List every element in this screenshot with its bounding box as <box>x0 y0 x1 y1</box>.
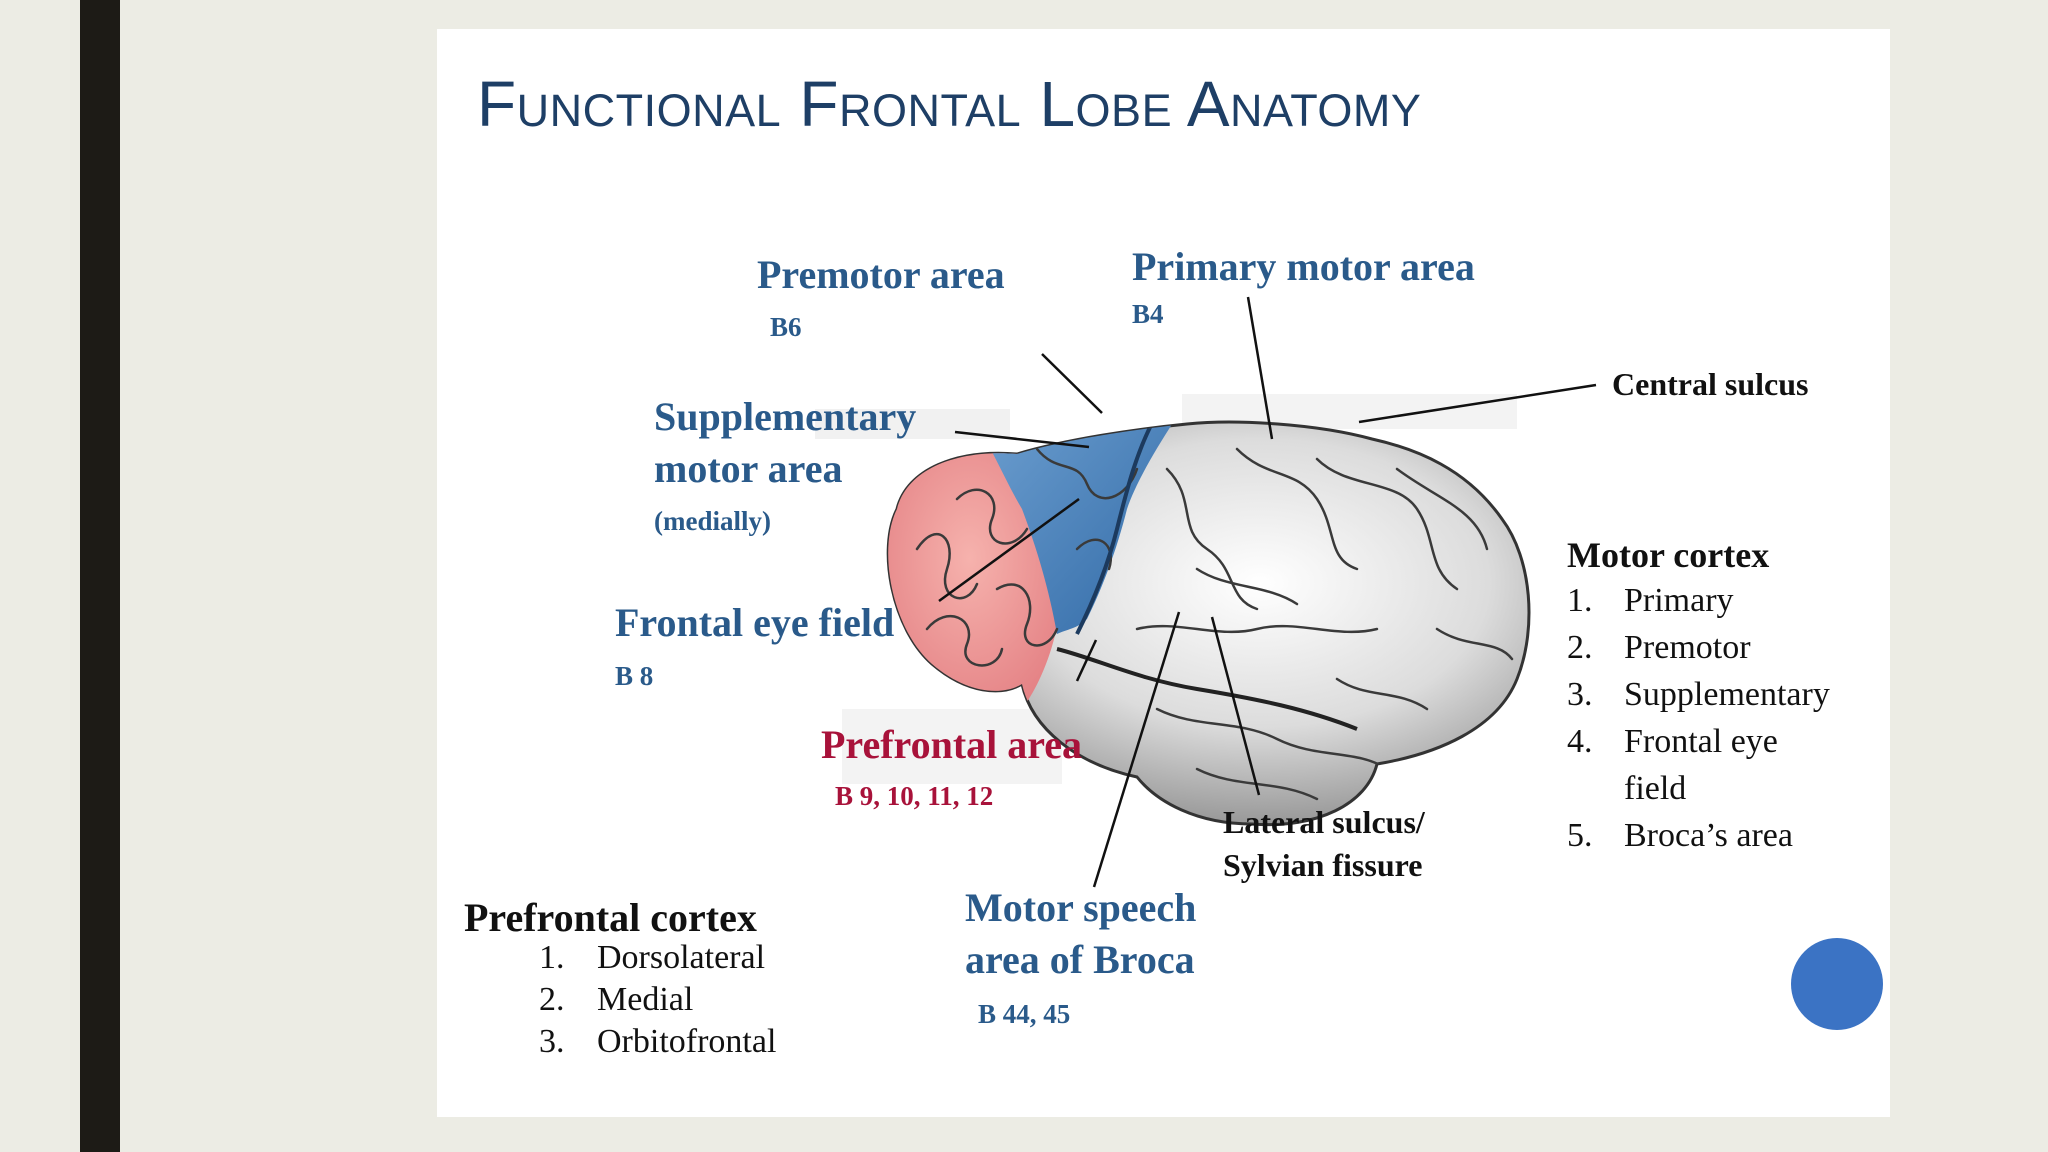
list-text: Frontal eye field <box>1624 723 1778 807</box>
list-item: 3. Orbitofrontal <box>539 1021 776 1063</box>
list-item: 2. Medial <box>539 979 776 1021</box>
lateral-sulcus-label-line1: Lateral sulcus/ <box>1223 804 1425 840</box>
list-number: 2. <box>539 981 565 1018</box>
circle-button-icon[interactable] <box>1791 938 1883 1030</box>
list-text: Medial <box>597 981 694 1018</box>
broca-code: B 44, 45 <box>978 999 1071 1029</box>
central-sulcus-line <box>1075 422 1159 635</box>
gyri-lines <box>915 447 1514 801</box>
central-sulcus-label: Central sulcus <box>1612 366 1809 402</box>
list-text: Dorsolateral <box>597 939 766 976</box>
primary-motor-label: Primary motor area <box>1132 244 1475 289</box>
prefrontal-cortex-list: 1. Dorsolateral 2. Medial 3. Orbitofrontal <box>539 937 776 1063</box>
prefrontal-code: B 9, 10, 11, 12 <box>835 781 994 811</box>
primary-motor-code: B4 <box>1132 299 1164 329</box>
motor-cortex-list: 1. Primary 2. Premotor 3. Supplementary 4. F… <box>1567 577 1887 859</box>
list-number: 3. <box>1567 676 1593 713</box>
list-item: 1. Primary <box>1567 577 1887 624</box>
list-number: 5. <box>1567 817 1593 854</box>
prefrontal-cortex-heading: Prefrontal cortex <box>464 895 757 940</box>
list-text: Supplementary <box>1624 676 1830 713</box>
slide-title: Functional Frontal Lobe Anatomy <box>477 68 1422 140</box>
broca-label-line2: area of Broca <box>965 937 1195 982</box>
supplementary-label-line1: Supplementary <box>654 394 917 439</box>
list-number: 3. <box>539 1023 565 1060</box>
callout-lines <box>938 296 1597 888</box>
motor-region <box>982 422 1182 634</box>
list-number: 2. <box>1567 629 1593 666</box>
frontal-eye-code: B 8 <box>615 661 654 691</box>
list-number: 4. <box>1567 723 1593 760</box>
slide: Functional Frontal Lobe Anatomy <box>437 29 1890 1117</box>
brain-diagram <box>815 296 1597 888</box>
list-item: 4. Frontal eye field <box>1567 718 1814 812</box>
supplementary-note: (medially) <box>654 506 771 536</box>
supplementary-label-line2: motor area <box>654 446 843 491</box>
left-accent-bar <box>80 0 120 1152</box>
list-text: Broca’s area <box>1624 817 1793 854</box>
backdrop-strip <box>842 709 1062 784</box>
list-item: 2. Premotor <box>1567 624 1887 671</box>
list-text: Primary <box>1624 582 1734 619</box>
premotor-label: Premotor area <box>757 252 1005 297</box>
lateral-sulcus-label-line2: Sylvian fissure <box>1223 847 1423 883</box>
list-text: Premotor <box>1624 629 1751 666</box>
list-number: 1. <box>1567 582 1593 619</box>
broca-label-line1: Motor speech <box>965 885 1197 930</box>
list-item: 5. Broca’s area <box>1567 812 1887 859</box>
motor-cortex-heading: Motor cortex <box>1567 535 1770 575</box>
premotor-code: B6 <box>770 312 802 342</box>
list-text: Orbitofrontal <box>597 1023 777 1060</box>
prefrontal-label: Prefrontal area <box>821 722 1083 767</box>
sylvian-fissure <box>1056 647 1358 731</box>
list-item: 3. Supplementary <box>1567 671 1887 718</box>
list-number: 1. <box>539 939 565 976</box>
list-item: 1. Dorsolateral <box>539 937 776 979</box>
frontal-eye-label: Frontal eye field <box>615 600 895 645</box>
